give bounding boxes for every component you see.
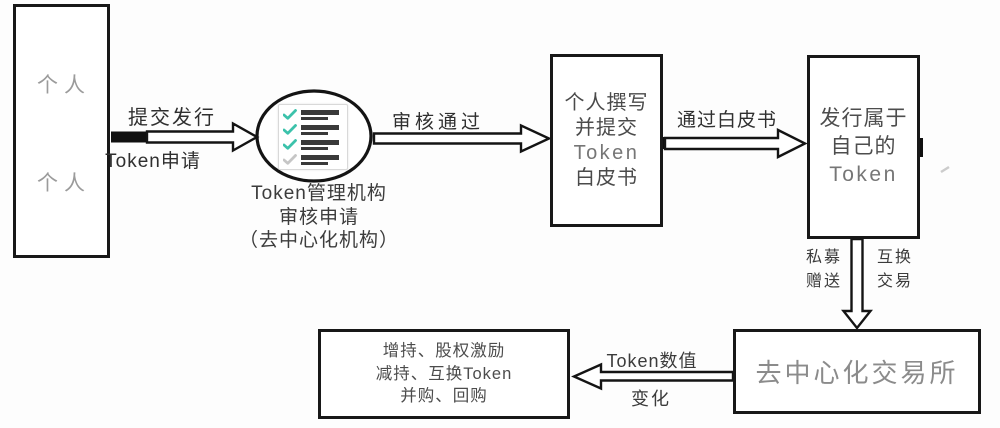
issue-line-3: Token (829, 163, 898, 186)
whitepaper-line-1: 个人撰写 (564, 91, 649, 114)
actions-box: 增持、股权激励 减持、互换Token 并购、回购 (318, 329, 570, 419)
whitepaper-line-3: Token (573, 141, 640, 164)
distribute-label-gift: 赠送 (805, 273, 842, 290)
individuals-box: 个人 个人 (13, 4, 110, 258)
submit-arrow-label-1: 提交发行 (128, 107, 216, 129)
authority-line-1: Token管理机构 (251, 183, 387, 204)
individuals-label-bottom: 个人 (37, 172, 91, 195)
value-arrow-label-1: Token数值 (606, 351, 698, 371)
value-change-arrow (571, 362, 735, 391)
actions-line-2: 减持、互换Token (375, 364, 513, 383)
whitepaper-line-2: 并提交 (575, 116, 638, 139)
exchange-box: 去中心化交易所 (733, 329, 981, 414)
authority-line-2: 审核申请 (278, 206, 359, 228)
submit-arrow-label-2: Token申请 (105, 151, 201, 172)
authority-line-3: （去中心化机构） (238, 230, 399, 251)
approve-arrow (372, 123, 552, 154)
checklist-icon (278, 104, 348, 170)
issue-box: 发行属于 自己的 Token (807, 55, 920, 239)
distribute-label-swap: 互换 (876, 249, 913, 266)
check-icon-unchecked (283, 154, 297, 165)
whitepaper-arrow-label: 通过白皮书 (676, 110, 777, 131)
individuals-label-top: 个人 (37, 74, 91, 97)
issue-line-2: 自己的 (830, 135, 897, 158)
submit-arrow (111, 121, 260, 153)
distribute-label-private: 私募 (805, 249, 842, 266)
whitepaper-arrow (656, 128, 808, 159)
check-icon (283, 124, 297, 135)
check-icon (283, 139, 297, 150)
whitepaper-box: 个人撰写 并提交 Token 白皮书 (550, 54, 663, 227)
exchange-label: 去中心化交易所 (755, 358, 959, 388)
authority-caption: Token管理机构 审核申请 （去中心化机构） (219, 182, 419, 253)
check-icon (283, 109, 297, 120)
distribute-label-trade: 交易 (876, 273, 913, 290)
approve-arrow-label: 审核通过 (391, 112, 484, 133)
actions-line-1: 增持、股权激励 (382, 342, 506, 361)
artifact-dash (940, 165, 950, 174)
distribute-arrow (841, 237, 873, 330)
issue-line-1: 发行属于 (819, 107, 908, 130)
value-arrow-label-2: 变化 (631, 389, 671, 409)
whitepaper-line-4: 白皮书 (575, 166, 638, 189)
actions-line-3: 并购、回购 (400, 387, 488, 406)
